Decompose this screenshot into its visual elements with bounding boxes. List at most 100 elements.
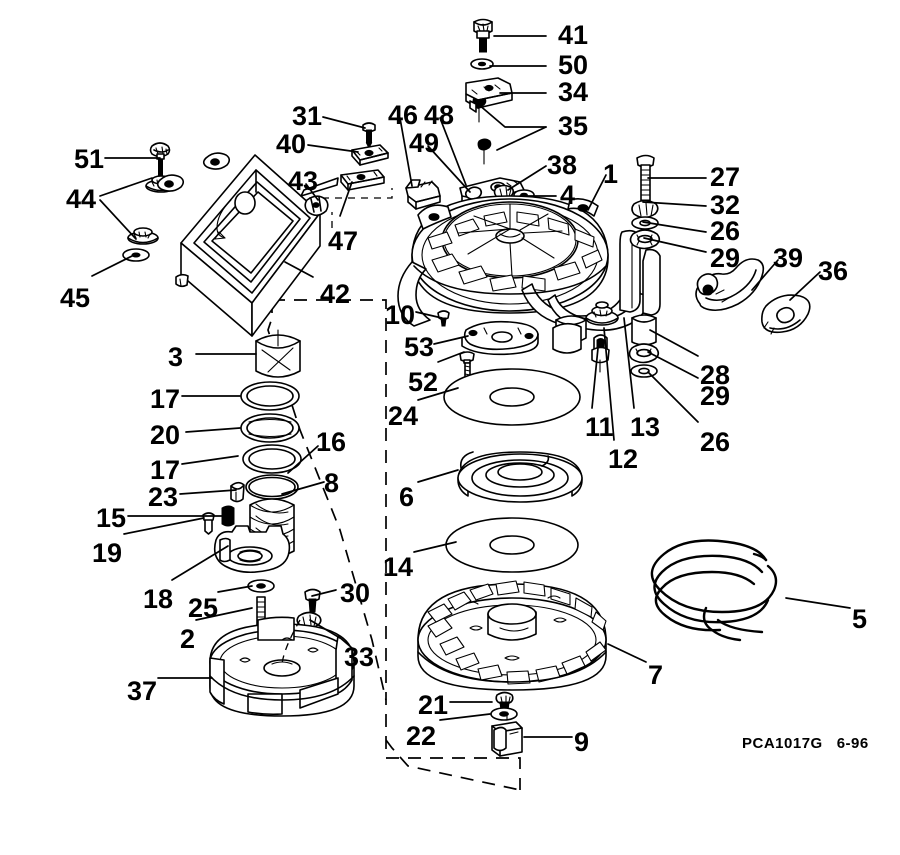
part-24-plate <box>443 368 581 426</box>
leader-line-44 <box>99 177 153 197</box>
part-15-pin <box>221 505 235 527</box>
leader-line-35 <box>477 103 547 128</box>
part-7-rope-pulley <box>417 580 607 691</box>
callout-number-28: 28 <box>700 360 731 390</box>
callout-number-22: 22 <box>406 721 437 751</box>
callout-number-15: 15 <box>96 503 127 533</box>
leader-line-31 <box>322 116 366 129</box>
callout-number-7: 7 <box>648 660 664 690</box>
callout-number-29: 29 <box>710 243 741 273</box>
leader-line-5 <box>785 597 851 609</box>
leader-line-23 <box>179 489 237 495</box>
callout-number-35: 35 <box>558 111 589 141</box>
callout-number-42: 42 <box>320 279 351 309</box>
leader-line-44 <box>99 199 137 240</box>
leader-line-22 <box>439 713 491 721</box>
part-41-bolt <box>473 18 493 53</box>
callout-number-31: 31 <box>292 101 323 131</box>
callout-number-29: 29 <box>700 381 731 411</box>
callout-number-45: 45 <box>60 283 91 313</box>
callout-number-26: 26 <box>700 427 731 457</box>
leader-line-28 <box>649 329 699 357</box>
callout-number-11: 11 <box>585 412 614 442</box>
callout-number-2: 2 <box>180 624 196 654</box>
leader-line-6 <box>417 469 459 483</box>
callout-number-8: 8 <box>324 468 340 498</box>
leader-line-25 <box>217 585 253 593</box>
parts-11-12-13-hardware <box>585 301 619 373</box>
callout-number-36: 36 <box>818 256 849 286</box>
part-37-starter-cup <box>209 616 355 717</box>
part-40-anchor-plate <box>351 144 389 166</box>
callout-number-53: 53 <box>404 332 435 362</box>
leader-line-30 <box>311 589 337 597</box>
callout-number-17: 17 <box>150 455 181 485</box>
part-53-friction-plate <box>461 320 539 356</box>
part-3-bushing <box>255 329 301 378</box>
leader-line-43 <box>305 183 319 201</box>
part-50-washer <box>470 58 494 70</box>
part-25-washer <box>247 579 275 593</box>
leader-line-49 <box>427 145 471 193</box>
leader-line-13 <box>623 317 635 409</box>
callout-number-19: 19 <box>92 538 123 568</box>
part-17b-ring <box>242 444 302 474</box>
callout-number-25: 25 <box>188 593 219 623</box>
leader-line-1 <box>587 174 607 211</box>
callout-number-50: 50 <box>558 50 589 80</box>
part-47-link-rod <box>300 169 385 197</box>
leader-line-40 <box>307 144 359 153</box>
callout-number-30: 30 <box>340 578 371 608</box>
leader-line-32 <box>642 201 707 207</box>
callout-number-3: 3 <box>168 342 184 372</box>
callout-number-47: 47 <box>328 226 359 256</box>
callout-number-37: 37 <box>127 676 158 706</box>
part-9-rope-anchor <box>491 711 523 757</box>
leader-line-36 <box>789 271 821 301</box>
part-5-starter-rope <box>650 539 778 642</box>
callout-number-1: 1 <box>603 159 619 189</box>
leader-line-26 <box>647 371 699 423</box>
part-23-pawl <box>230 481 245 503</box>
part-34-bracket <box>465 77 513 113</box>
leader-line-35 <box>496 126 547 151</box>
part-30-screw <box>304 588 321 613</box>
callout-number-21: 21 <box>418 690 449 720</box>
callout-number-38: 38 <box>547 150 578 180</box>
leader-line-8 <box>281 481 325 495</box>
leader-line-20 <box>185 427 241 433</box>
part-14-plate <box>445 517 579 573</box>
callout-number-32: 32 <box>710 190 741 220</box>
callout-number-23: 23 <box>148 482 179 512</box>
part-43-bushing <box>304 195 329 217</box>
part-31-screw <box>362 122 376 150</box>
callout-number-18: 18 <box>143 584 174 614</box>
callout-number-27: 27 <box>710 162 741 192</box>
leader-line-48 <box>439 117 467 186</box>
callout-number-41: 41 <box>558 20 589 50</box>
leader-line-29 <box>643 237 707 253</box>
leader-line-16 <box>287 445 319 474</box>
drawing-number: PCA1017G <box>742 735 823 752</box>
leader-line-29 <box>647 351 699 379</box>
callout-number-46: 46 <box>388 100 419 130</box>
leader-line-53 <box>433 335 469 345</box>
callout-number-4: 4 <box>560 180 576 210</box>
leader-line-26 <box>642 221 707 233</box>
part-20-ring <box>240 413 300 443</box>
leader-line-14 <box>413 541 457 553</box>
callout-number-14: 14 <box>383 552 414 582</box>
callout-number-40: 40 <box>276 129 307 159</box>
part-16-ring <box>245 474 299 500</box>
callout-number-44: 44 <box>66 184 97 214</box>
part-32-locknut <box>631 199 659 219</box>
part-19-rivet <box>202 512 215 535</box>
callout-number-52: 52 <box>408 367 439 397</box>
callout-number-51: 51 <box>74 144 105 174</box>
leader-line-38 <box>507 165 547 191</box>
part-29b-nut <box>628 343 660 364</box>
part-39-lockout-lever <box>695 258 765 312</box>
callout-number-9: 9 <box>574 727 590 757</box>
